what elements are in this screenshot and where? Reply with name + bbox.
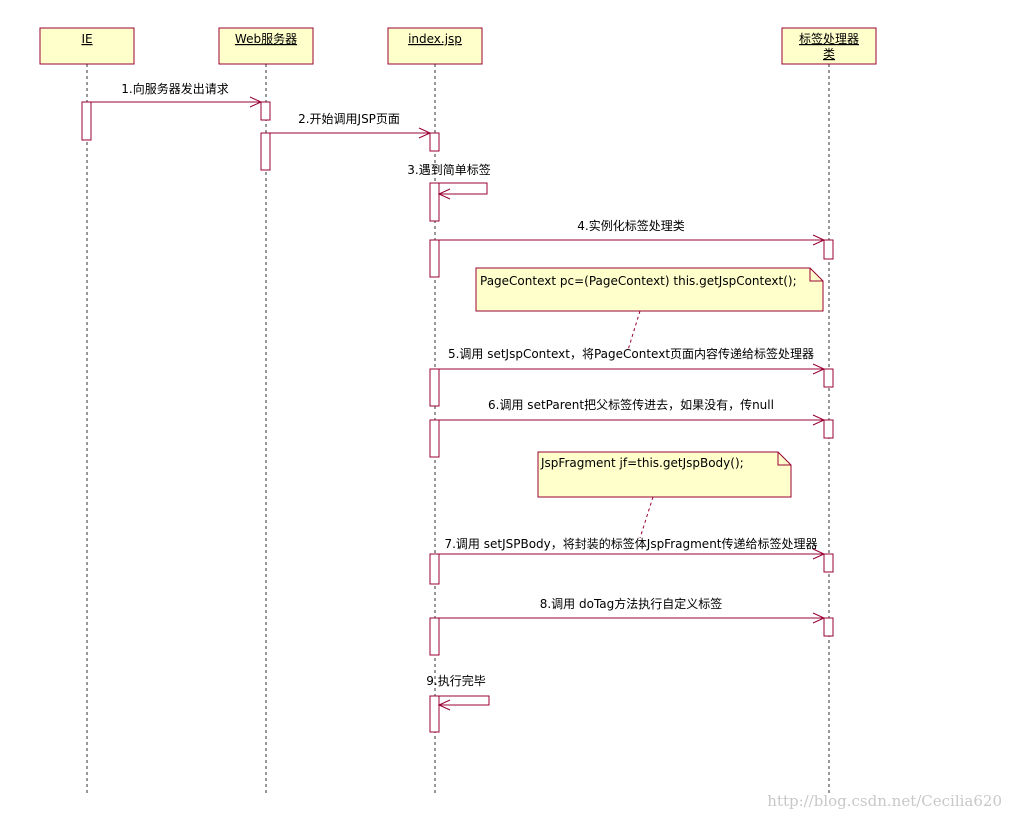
activation-jsp-4 [429, 368, 440, 407]
activation-tag-4 [823, 553, 834, 573]
message-label-2: 2.开始调用JSP页面 [298, 112, 400, 126]
message-6 [439, 414, 826, 426]
messages [91, 96, 826, 711]
note-pagecontext[interactable]: PageContext pc=(PageContext) this.getJsp… [475, 267, 824, 351]
message-8 [439, 612, 826, 624]
activation-jsp-7 [429, 617, 440, 656]
activation-ie-1 [81, 101, 92, 141]
activation-web-1 [260, 101, 271, 121]
participant-label-tag-line1: 标签处理器 [799, 31, 859, 46]
message-9 [437, 695, 490, 711]
message-label-5: 5.调用 setJspContext，将PageContext页面内容传递给标签… [448, 346, 814, 361]
message-1 [91, 96, 263, 108]
watermark: http://blog.csdn.net/Cecilia620 [767, 792, 1002, 810]
participant-jsp[interactable]: index.jsp [387, 27, 483, 65]
participant-web[interactable]: Web服务器 [218, 27, 314, 65]
activation-tag-3 [823, 419, 834, 439]
activation-jsp-1 [429, 132, 440, 152]
message-label-6: 6.调用 setParent把父标签传进去，如果没有，传null [488, 397, 774, 412]
participant-label-tag-line2: 类 [823, 47, 835, 61]
message-label-4: 4.实例化标签处理类 [577, 218, 684, 233]
activation-jsp-6 [429, 553, 440, 585]
message-label-7: 7.调用 setJSPBody，将封装的标签体JspFragment传递给标签处… [444, 536, 817, 551]
activation-tag-1 [823, 239, 834, 260]
message-label-8: 8.调用 doTag方法执行自定义标签 [540, 596, 723, 611]
activation-jsp-2 [429, 182, 440, 222]
message-label-9: 9.执行完毕 [426, 673, 485, 688]
message-label-3: 3.遇到简单标签 [407, 162, 490, 177]
participant-ie[interactable]: IE [39, 27, 135, 65]
message-3 [437, 182, 488, 200]
message-label-1: 1.向服务器发出请求 [121, 81, 228, 96]
note-text-pagecontext: PageContext pc=(PageContext) this.getJsp… [480, 274, 797, 288]
activation-web-2 [260, 132, 271, 171]
activation-jsp-8 [429, 695, 440, 733]
activation-tag-2 [823, 368, 834, 388]
participant-label-web: Web服务器 [235, 31, 297, 46]
activations [81, 101, 834, 733]
activation-tag-5 [823, 617, 834, 637]
message-7 [439, 548, 826, 560]
message-labels: 1.向服务器发出请求 2.开始调用JSP页面 3.遇到简单标签 4.实例化标签处… [121, 81, 817, 688]
note-text-jspfragment: JspFragment jf=this.getJspBody(); [540, 456, 744, 470]
participant-label-jsp: index.jsp [408, 32, 462, 46]
participant-tag[interactable]: 标签处理器 类 [781, 27, 877, 65]
participant-label-ie: IE [81, 32, 92, 46]
message-4 [439, 234, 826, 246]
activation-jsp-3 [429, 239, 440, 278]
note-jspfragment[interactable]: JspFragment jf=this.getJspBody(); [537, 451, 792, 539]
message-2 [270, 127, 432, 139]
message-5 [439, 363, 826, 375]
activation-jsp-5 [429, 419, 440, 458]
